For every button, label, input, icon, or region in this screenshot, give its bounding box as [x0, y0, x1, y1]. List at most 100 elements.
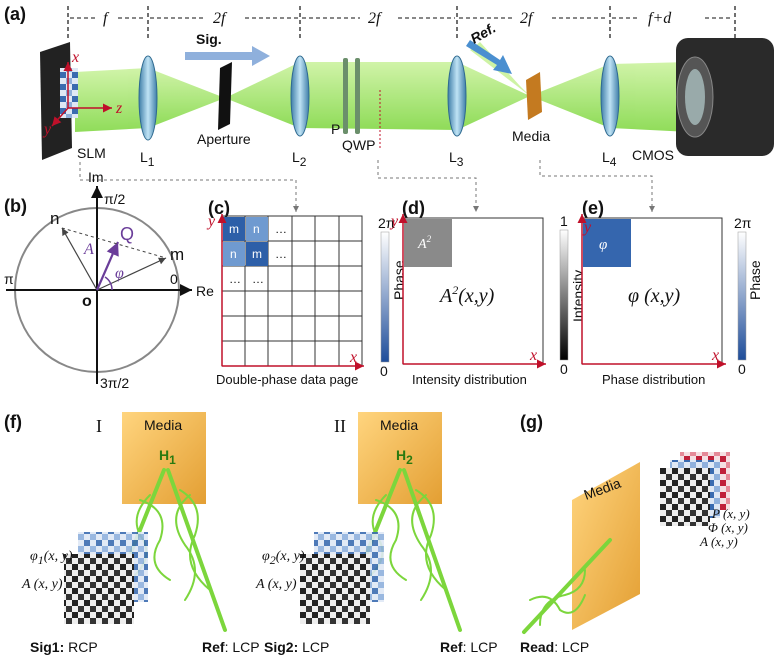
e-cbar-bottom: 0: [738, 361, 746, 377]
panel-b-label: (b): [4, 196, 27, 216]
panel-d: (d) A2 A2(x,y) y x 1 0 Intensity Intensi…: [389, 198, 586, 387]
panel-b: (b) Im Re π/2 π 0 3π/2 o n m Q A φ: [4, 169, 214, 391]
slm-pattern: [60, 68, 78, 118]
d-cell: [404, 219, 452, 267]
media1-label: Media: [144, 417, 182, 433]
chord-nm: [61, 227, 167, 259]
e-cbar-top: 2π: [734, 215, 752, 231]
d-caption: Intensity distribution: [412, 372, 527, 387]
cell-label: …: [275, 247, 287, 261]
distance-markers: [67, 6, 736, 40]
roman-one: I: [96, 416, 102, 436]
panel-f: (f) I II Media H1 φ1(x, y) A (x, y) Sig1…: [4, 412, 498, 655]
sig-arrow: [185, 46, 270, 66]
e-cbar-label: Phase: [747, 260, 763, 300]
panel-g: (g) Media P (x, y) Φ (x, y) A (x, y) Rea…: [520, 412, 750, 655]
g-p-label: P (x, y): [711, 506, 750, 521]
leader-lines: [79, 160, 655, 212]
dist-2f-1: 2f: [213, 10, 228, 27]
c-phase-colorbar: [380, 231, 390, 363]
ref-label: Ref.: [468, 20, 499, 47]
n-label: n: [50, 209, 59, 228]
panel-e-label: (e): [582, 198, 604, 218]
amplitude-map-2: [300, 554, 370, 624]
e-cell-label: φ: [599, 237, 607, 253]
qwp-plate: [355, 58, 360, 134]
vector-q: [95, 241, 120, 291]
l2-label: L2: [292, 149, 307, 169]
slm-label: SLM: [77, 145, 106, 161]
cmos-sensor: [685, 69, 705, 125]
axis-z-label: z: [115, 100, 123, 117]
media2-label: Media: [380, 417, 418, 433]
e-x-label: x: [711, 347, 719, 364]
media-plate-2: [358, 412, 442, 504]
lens-l3: [447, 55, 467, 137]
dist-2f-2: 2f: [368, 10, 383, 27]
g-phi-label: Φ (x, y): [708, 520, 748, 535]
three-pi-half-label: 3π/2: [100, 375, 129, 391]
c-x-label: x: [349, 349, 357, 366]
l3-label: L3: [449, 149, 464, 169]
lens-l1: [138, 55, 158, 141]
d-x-label: x: [529, 347, 537, 364]
read-label: Read: LCP: [520, 639, 589, 655]
phi-arc: [104, 276, 113, 291]
axis-y-arrow: [51, 107, 69, 127]
cell-m-2: [246, 242, 268, 266]
ref2-label: Ref: LCP: [440, 639, 498, 655]
dist-2f-3: 2f: [520, 10, 535, 27]
qwp-label: QWP: [342, 137, 375, 153]
panel-e: (e) φ φ (x,y) y x 2π 0 Phase Phase distr…: [577, 198, 763, 387]
cmos-label: CMOS: [632, 147, 674, 163]
media-plate-1: [122, 412, 206, 504]
sig2-label: Sig2: LCP: [264, 639, 329, 655]
cell-m-1: [223, 217, 245, 241]
q-label: Q: [120, 224, 134, 244]
sig-label: Sig.: [196, 31, 222, 47]
panel-g-label: (g): [520, 412, 543, 432]
e-y-label: y: [582, 219, 592, 236]
e-center-label: φ (x,y): [628, 285, 680, 307]
im-label: Im: [88, 169, 104, 185]
c-cbar-bottom: 0: [380, 363, 388, 379]
d-y-label: y: [389, 213, 399, 230]
ref1-beam: [166, 468, 227, 632]
a-map: [660, 468, 710, 526]
light-beam: [75, 62, 690, 132]
g-a-label: A (x, y): [699, 534, 738, 549]
cell-label: …: [252, 272, 264, 286]
axis-x-label: x: [71, 49, 79, 66]
aperture-label: Aperture: [197, 131, 251, 147]
aperture: [218, 62, 232, 130]
vector-m: [96, 257, 167, 291]
d-intensity-colorbar: [559, 229, 569, 361]
l1-label: L1: [140, 149, 155, 169]
phi-label: φ: [115, 265, 124, 282]
media-block: [526, 72, 542, 120]
a2-label: A (x, y): [255, 577, 297, 592]
roman-two: II: [334, 416, 346, 436]
vector-n: [61, 227, 98, 291]
panel-a-label: (a): [4, 4, 26, 24]
cell-n-1: [246, 217, 268, 241]
c-cbar-top: 2π: [378, 215, 396, 231]
h1-label: H1: [159, 447, 176, 467]
cell-label: n: [230, 247, 237, 261]
panel-c-label: (c): [208, 198, 230, 218]
cell-n-2: [223, 242, 245, 266]
cell-label: n: [253, 222, 260, 236]
d-cbar-bottom: 0: [560, 361, 568, 377]
m-label: m: [170, 245, 184, 264]
phi2-label: φ2(x, y): [262, 549, 305, 567]
panel-f-label: (f): [4, 412, 22, 432]
polarizer-plate: [343, 58, 348, 134]
lens-l2: [290, 55, 310, 137]
phi1-label: φ1(x, y): [30, 549, 73, 567]
panel-d-label: (d): [402, 198, 425, 218]
pi-half-label: π/2: [104, 191, 126, 207]
d-cbar-top: 1: [560, 213, 568, 229]
zero-label: 0: [170, 271, 178, 287]
read-beam: [522, 538, 612, 634]
